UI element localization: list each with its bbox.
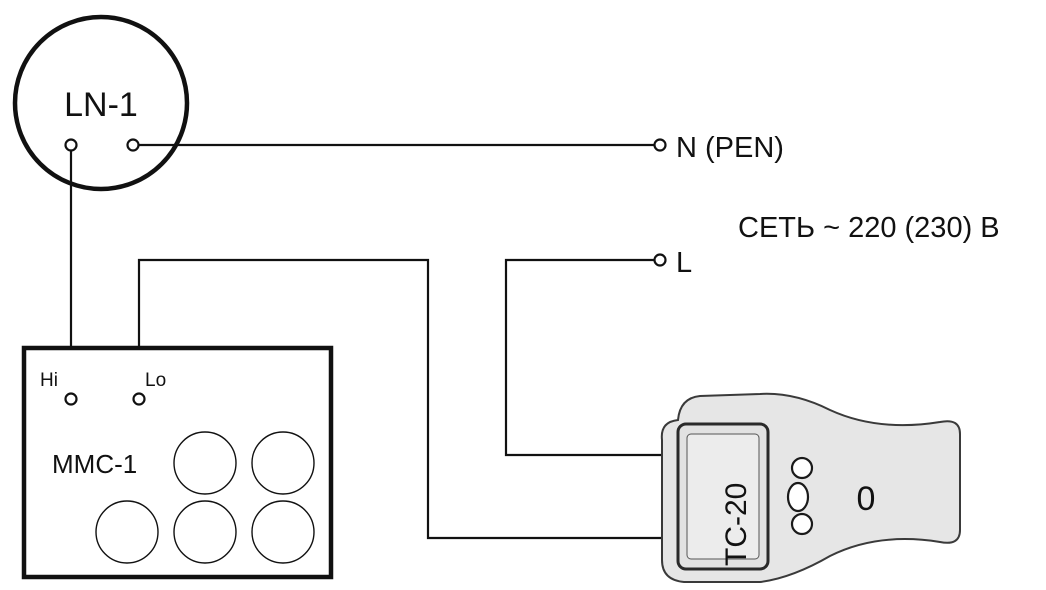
wires — [69, 143, 664, 540]
mmc1-knob-4 — [173, 500, 237, 564]
ln1-label: LN-1 — [64, 86, 138, 124]
mmc1-knob-1 — [173, 431, 237, 495]
tc20-button-bottom — [790, 512, 814, 536]
hi-label: Hi — [40, 370, 58, 391]
ln1-terminal-left — [64, 138, 78, 152]
lo-label: Lo — [145, 370, 166, 391]
wire-l-to-tc20 — [504, 258, 664, 457]
network-caption: СЕТЬ ~ 220 (230) В — [738, 212, 1000, 244]
n-terminal — [653, 138, 667, 152]
mmc1-knob-2 — [251, 431, 315, 495]
wire-lo-to-tc20 — [137, 258, 664, 540]
tc20-button-middle — [786, 481, 810, 513]
hi-terminal — [64, 392, 78, 406]
lo-terminal — [132, 392, 146, 406]
l-label: L — [676, 247, 692, 279]
mmc1-label: MMC-1 — [52, 449, 137, 479]
tc20-zero-label: 0 — [857, 480, 876, 518]
l-terminal — [653, 253, 667, 267]
mmc1-device: Hi Lo MMC-1 — [21, 345, 334, 580]
tc20-label: TC-20 — [720, 483, 753, 566]
n-pen-label: N (PEN) — [676, 132, 784, 164]
mmc1-knob-5 — [251, 500, 315, 564]
mmc1-knob-3 — [95, 500, 159, 564]
tc20-device: TC-20 0 — [660, 392, 961, 583]
terminals — [64, 138, 667, 267]
tc20-button-top — [790, 456, 814, 480]
ln1-terminal-right — [126, 138, 140, 152]
tc20-screen-inner — [686, 433, 760, 560]
ln1-device: LN-1 — [12, 14, 190, 192]
